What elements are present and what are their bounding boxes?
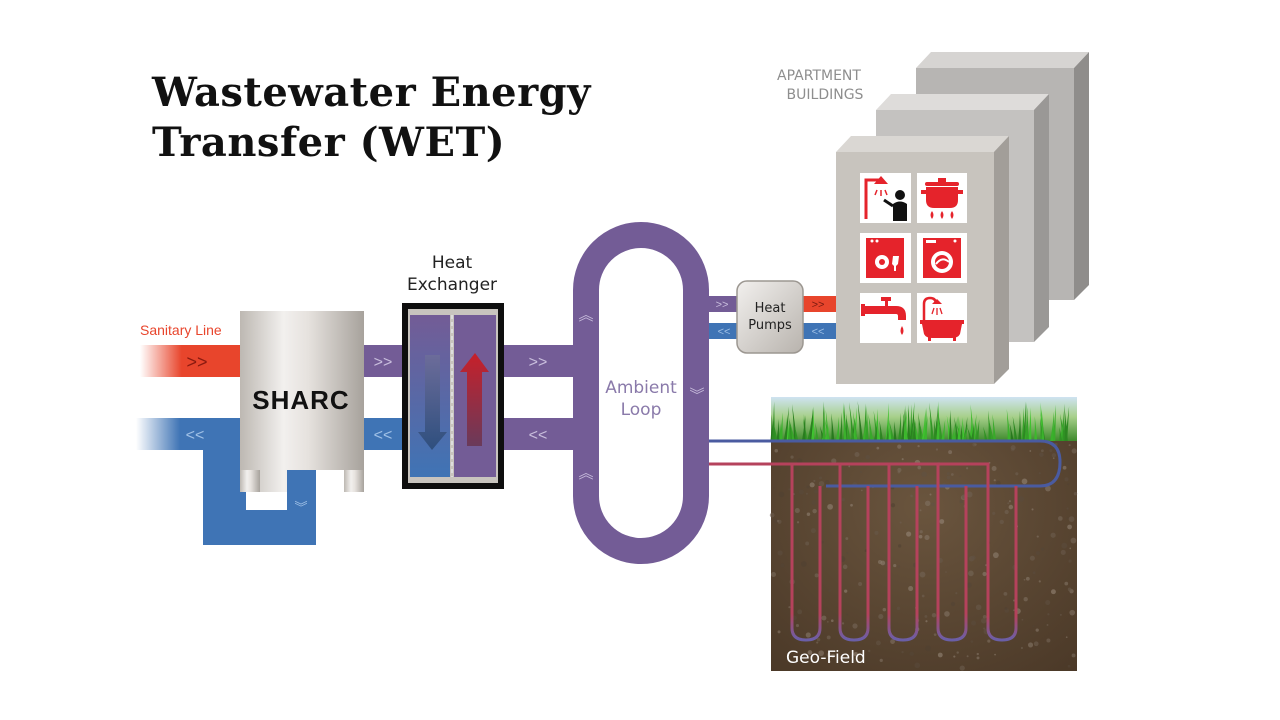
pump-in-purple	[708, 296, 740, 312]
dishwasher-icon	[860, 233, 911, 283]
heat-pumps-label-line-2: Pumps	[748, 318, 792, 333]
svg-text:︾: ︾	[689, 387, 704, 404]
ambient-loop-label-line-2: Loop	[621, 400, 662, 420]
loop-to-hx-bottom-pipe	[500, 418, 586, 450]
title-line-2: Transfer (WET)	[152, 119, 506, 166]
u-loop-2	[838, 464, 870, 642]
ambient-loop	[573, 222, 709, 564]
appliance-icons	[860, 173, 967, 343]
building-front-side	[994, 136, 1009, 384]
hx-to-sharc-pipe	[364, 418, 404, 450]
svg-text:<<: <<	[374, 427, 393, 444]
svg-text:<<: <<	[186, 427, 205, 444]
svg-text:>>: >>	[812, 299, 825, 311]
pump-to-building-red	[800, 296, 836, 312]
heat-exchanger-label-line-1: Heat	[432, 253, 473, 273]
building-middle-side	[1034, 94, 1049, 342]
u-loop-1	[790, 464, 822, 642]
return-drop-pipe	[203, 418, 316, 545]
building-middle-top	[876, 94, 1049, 110]
svg-text:>>: >>	[529, 354, 548, 371]
heat-exchanger-label-line-2: Exchanger	[407, 275, 497, 295]
bathtub-icon	[917, 293, 967, 343]
sharc-logo: SHARC	[252, 385, 349, 415]
apartment-label-line-2: BUILDINGS	[787, 87, 864, 103]
building-front-top	[836, 136, 1009, 152]
building-back-top	[916, 52, 1089, 68]
geo-supply-pipe	[708, 462, 990, 480]
svg-text:︽: ︽	[578, 465, 593, 482]
geo-field	[769, 397, 1078, 671]
u-loop-3	[887, 464, 919, 642]
cooking-pot-icon	[917, 173, 967, 223]
faucet-icon	[860, 293, 911, 343]
grass-blades	[770, 401, 1070, 441]
heat-pump-pipes: >> << >> <<	[708, 296, 836, 339]
sharc-unit	[240, 311, 364, 492]
heating-arrow-up	[460, 353, 489, 446]
geo-field-label: Geo-Field	[786, 648, 866, 668]
svg-text:<<: <<	[529, 427, 548, 444]
ambient-loop-label-line-1: Ambient	[605, 378, 677, 398]
svg-text:︽: ︽	[578, 307, 593, 324]
heat-pumps-label-line-1: Heat	[755, 301, 786, 316]
apartment-buildings	[836, 52, 1089, 384]
diagram-title: Wastewater Energy Transfer (WET)	[152, 68, 591, 168]
sanitary-line-pipe	[140, 345, 244, 377]
svg-text:<<: <<	[812, 326, 825, 338]
u-loop-4	[936, 464, 968, 642]
pump-out-blue	[708, 323, 740, 339]
geo-field-piping	[708, 439, 1062, 642]
soil-texture	[769, 442, 1078, 671]
heat-pumps-unit	[736, 280, 804, 354]
shower-icon	[860, 173, 911, 223]
building-front-face	[836, 152, 994, 384]
hx-to-loop-top-pipe	[500, 345, 586, 377]
sharc-tank	[240, 311, 364, 492]
heat-exchanger	[402, 303, 504, 489]
building-back-side	[1074, 52, 1089, 300]
svg-text:>>: >>	[716, 299, 729, 311]
building-to-pump-blue	[800, 323, 836, 339]
sharc-to-hx-pipe	[364, 345, 404, 377]
apartment-label-line-1: APARTMENT	[777, 68, 861, 84]
svg-text:<<: <<	[718, 326, 731, 338]
cooling-arrow-down	[418, 355, 447, 450]
u-loop-5	[986, 480, 1018, 642]
svg-text:>>: >>	[374, 354, 393, 371]
washing-machine-icon	[917, 233, 967, 283]
svg-text:︾: ︾	[294, 500, 307, 515]
title-line-1: Wastewater Energy	[152, 69, 591, 116]
svg-text:>>: >>	[186, 352, 207, 372]
geo-return-pipe	[708, 439, 1062, 488]
sanitary-line-label: Sanitary Line	[140, 322, 222, 338]
soil	[771, 397, 1077, 671]
